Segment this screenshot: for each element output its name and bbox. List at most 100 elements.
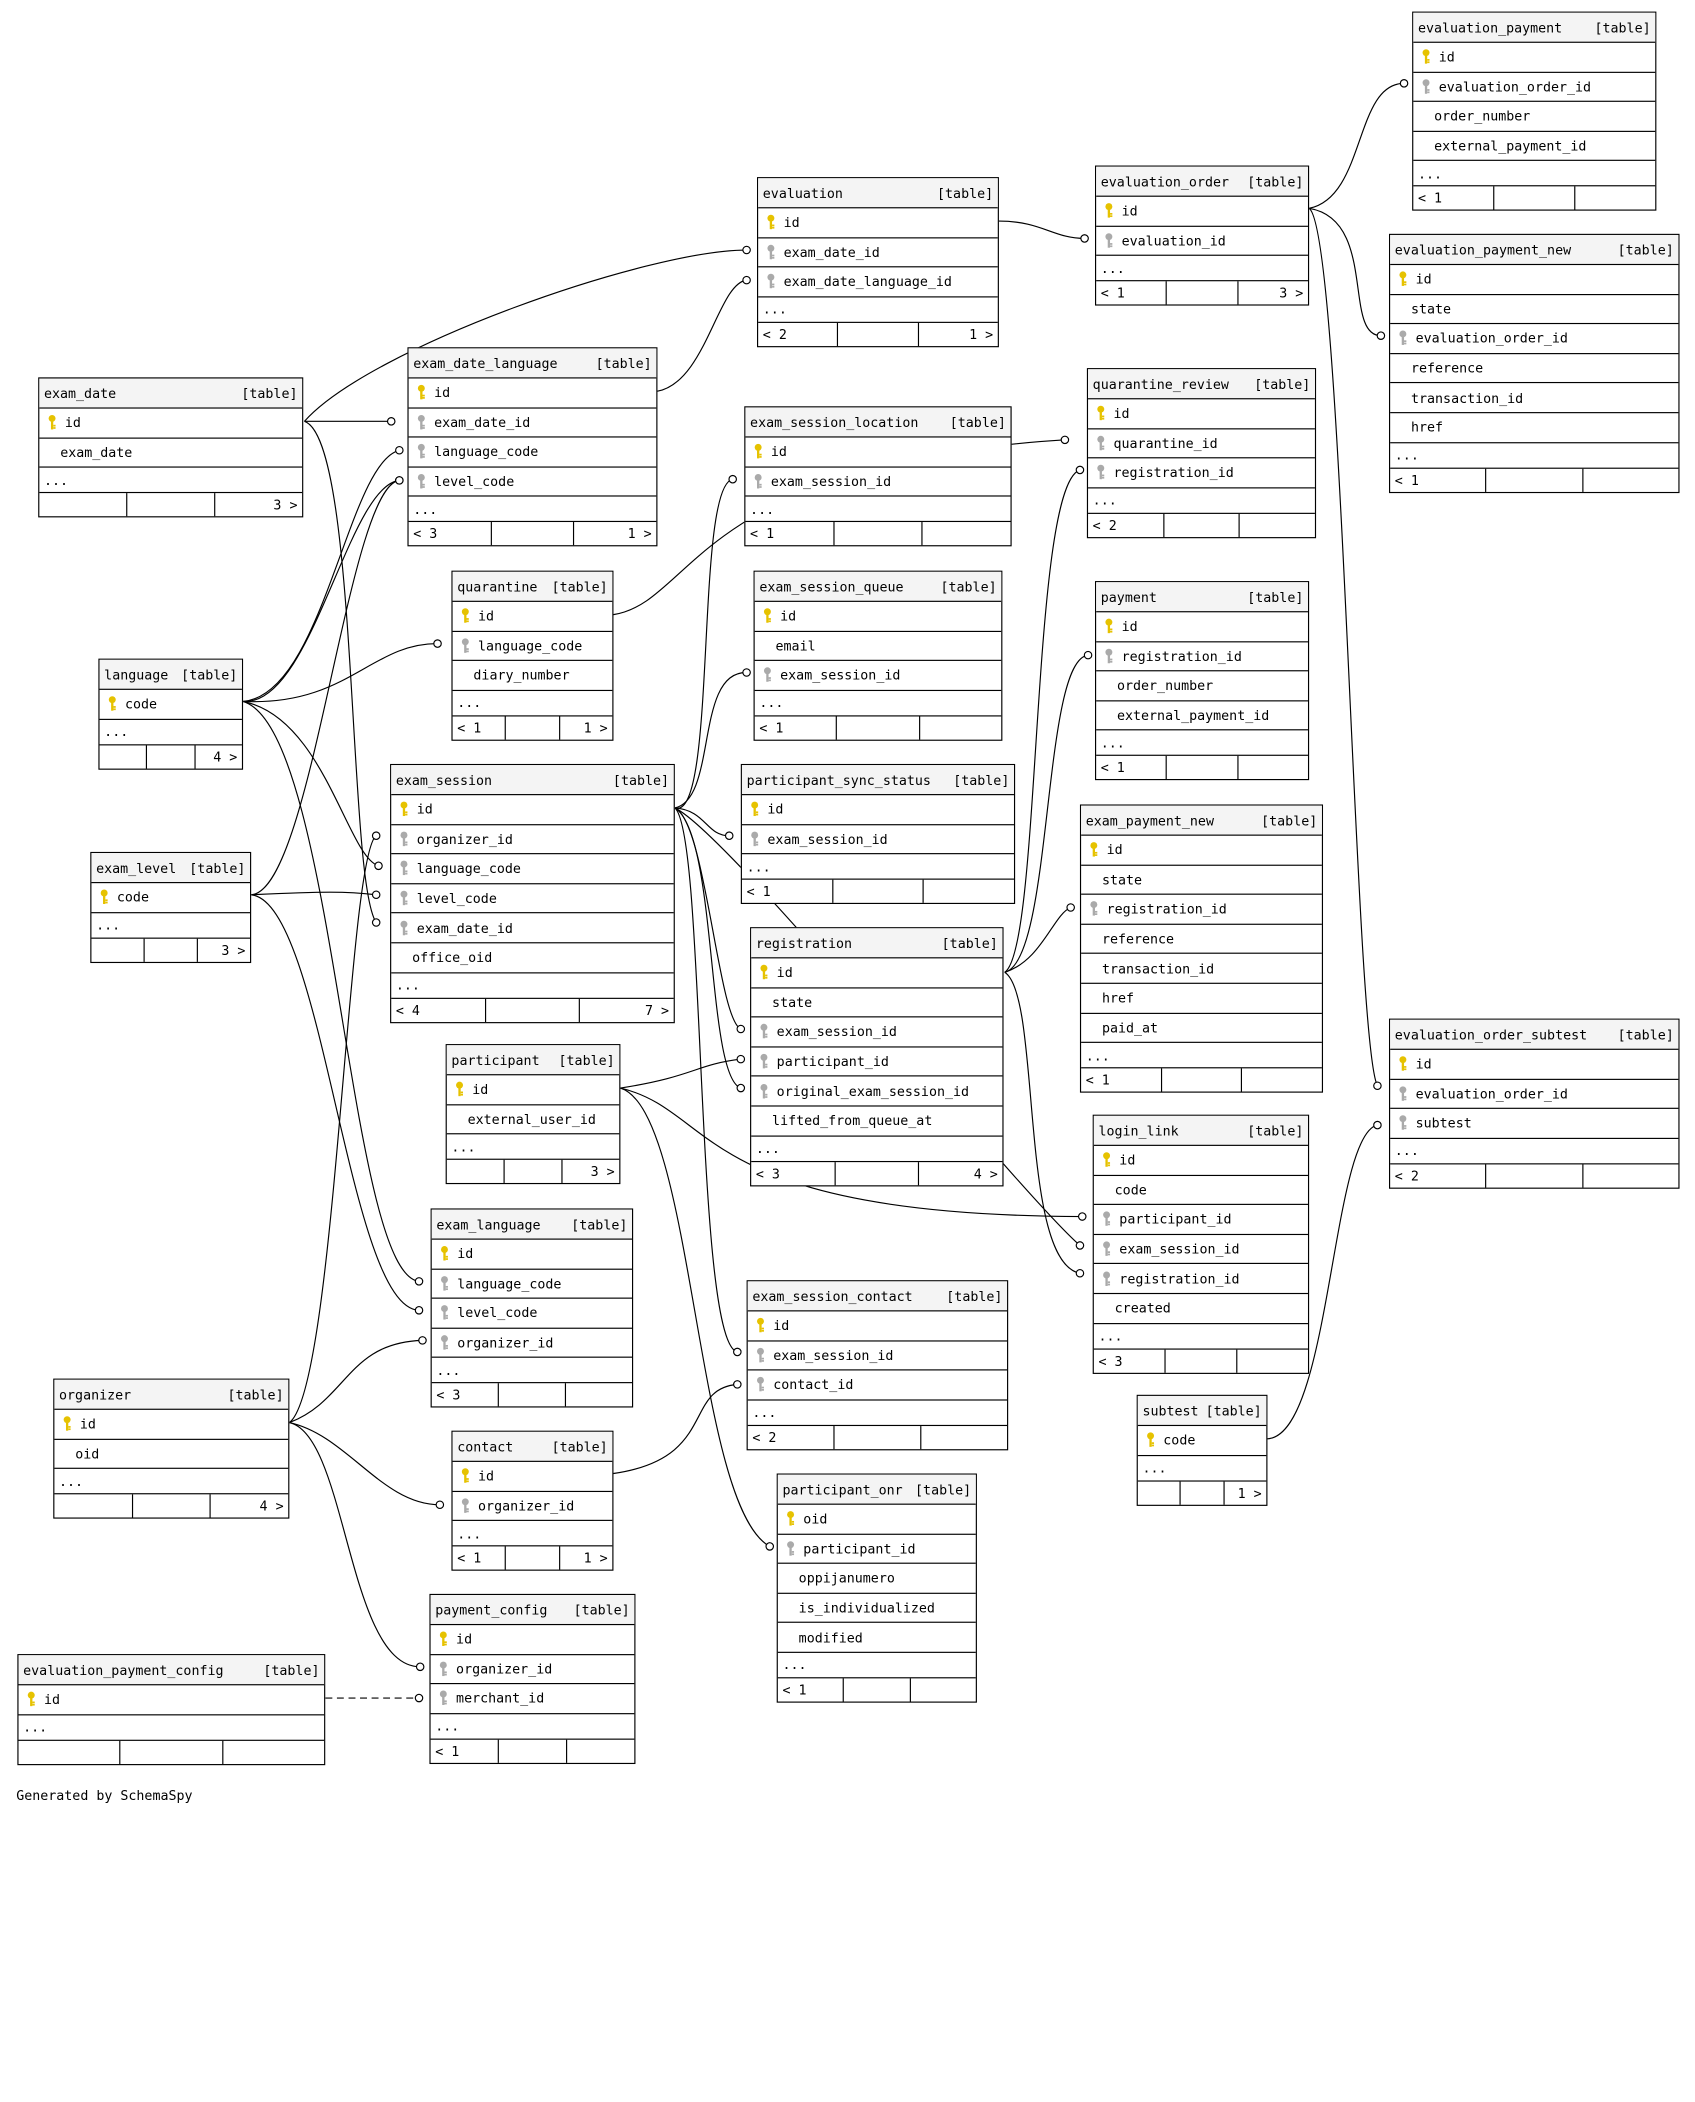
table-header[interactable]: evaluation_payment[table] [1413,12,1656,43]
table-header[interactable]: participant_onr[table] [777,1474,976,1505]
column-row[interactable]: original_exam_session_id [751,1077,1003,1107]
column-row[interactable]: lifted_from_queue_at [751,1107,1003,1137]
column-row[interactable]: id [747,1311,1008,1342]
column-row[interactable]: id [1390,1050,1679,1080]
table-header[interactable]: evaluation[table] [758,178,998,209]
column-row[interactable]: id [39,409,303,439]
column-row[interactable]: subtest [1390,1109,1679,1139]
column-row[interactable]: exam_session_id [754,661,1002,691]
column-row[interactable]: id [1088,399,1315,429]
table-header[interactable]: exam_date[table] [39,378,303,409]
column-row[interactable]: id [1093,1146,1308,1176]
column-row[interactable]: id [408,379,657,409]
column-row[interactable]: evaluation_id [1096,226,1308,257]
column-row[interactable]: contact_id [747,1371,1008,1401]
column-row[interactable]: external_payment_id [1096,701,1308,731]
column-row[interactable]: transaction_id [1081,954,1322,984]
column-row[interactable]: registration_id [1088,459,1315,489]
column-row[interactable]: id [745,438,1011,468]
column-row[interactable]: paid_at [1081,1013,1322,1044]
column-row[interactable]: id [54,1410,289,1440]
table-header[interactable]: registration[table] [751,928,1003,959]
column-row[interactable]: id [446,1075,620,1105]
column-row[interactable]: id [751,958,1003,989]
table-header[interactable]: exam_level[table] [91,853,251,884]
table-header[interactable]: exam_payment_new[table] [1081,805,1322,836]
table-subtest[interactable]: subtest[table]code...1 > [1136,1394,1268,1506]
column-row[interactable]: id [754,602,1002,632]
column-row[interactable]: registration_id [1093,1264,1308,1295]
column-row[interactable]: state [751,988,1003,1018]
table-header[interactable]: exam_session_location[table] [745,407,1011,438]
table-header[interactable]: contact[table] [452,1431,613,1462]
table-header[interactable]: exam_session[table] [391,765,674,796]
column-row[interactable]: exam_session_id [751,1018,1003,1048]
column-row[interactable]: id [391,795,674,825]
column-row[interactable]: id [1096,197,1308,227]
column-row[interactable]: language_code [431,1269,632,1299]
table-header[interactable]: participant_sync_status[table] [741,765,1014,796]
column-row[interactable]: participant_id [777,1534,976,1564]
column-row[interactable]: level_code [408,467,657,498]
column-row[interactable]: language_code [408,438,657,468]
table-header[interactable]: organizer[table] [54,1379,289,1410]
column-row[interactable]: code [91,883,251,913]
column-row[interactable]: exam_session_id [741,825,1014,855]
column-row[interactable]: level_code [431,1299,632,1329]
table-header[interactable]: exam_session_contact[table] [747,1281,1008,1312]
column-row[interactable]: order_number [1413,102,1656,132]
column-row[interactable]: id [1413,43,1656,73]
column-row[interactable]: email [754,632,1002,662]
table-header[interactable]: payment_config[table] [430,1595,635,1626]
table-exam-level[interactable]: exam_level[table]code...3 > [90,851,252,963]
column-row[interactable]: transaction_id [1390,384,1679,414]
column-row[interactable]: registration_id [1081,895,1322,925]
table-header[interactable]: evaluation_order[table] [1096,166,1308,197]
column-row[interactable]: office_oid [391,943,674,973]
column-row[interactable]: state [1081,865,1322,895]
table-header[interactable]: evaluation_payment_new[table] [1390,234,1679,266]
column-row[interactable]: is_individualized [777,1594,976,1624]
column-row[interactable]: quarantine_id [1088,429,1315,459]
column-row[interactable]: evaluation_order_id [1390,1079,1679,1110]
column-row[interactable]: id [452,602,613,632]
column-row[interactable]: merchant_id [430,1684,635,1715]
table-header[interactable]: exam_session_queue[table] [754,571,1002,602]
column-row[interactable]: organizer_id [452,1492,613,1522]
column-row[interactable]: exam_date_id [408,408,657,438]
column-row[interactable]: created [1093,1294,1308,1324]
column-row[interactable]: participant_id [751,1047,1003,1077]
column-row[interactable]: participant_id [1093,1205,1308,1235]
column-row[interactable]: external_payment_id [1413,132,1656,162]
column-row[interactable]: oppijanumero [777,1564,976,1594]
column-row[interactable]: registration_id [1096,642,1308,672]
column-row[interactable]: order_number [1096,672,1308,702]
column-row[interactable]: reference [1390,354,1679,384]
column-row[interactable]: exam_date_id [758,238,998,268]
column-row[interactable]: level_code [391,884,674,914]
column-row[interactable]: id [18,1685,325,1715]
column-row[interactable]: id [1390,265,1679,295]
column-row[interactable]: organizer_id [391,825,674,855]
table-header[interactable]: exam_language[table] [431,1209,632,1240]
column-row[interactable]: id [758,208,998,238]
table-header[interactable]: evaluation_order_subtest[table] [1390,1019,1679,1050]
column-row[interactable]: href [1390,413,1679,443]
column-row[interactable]: language_code [391,854,674,885]
